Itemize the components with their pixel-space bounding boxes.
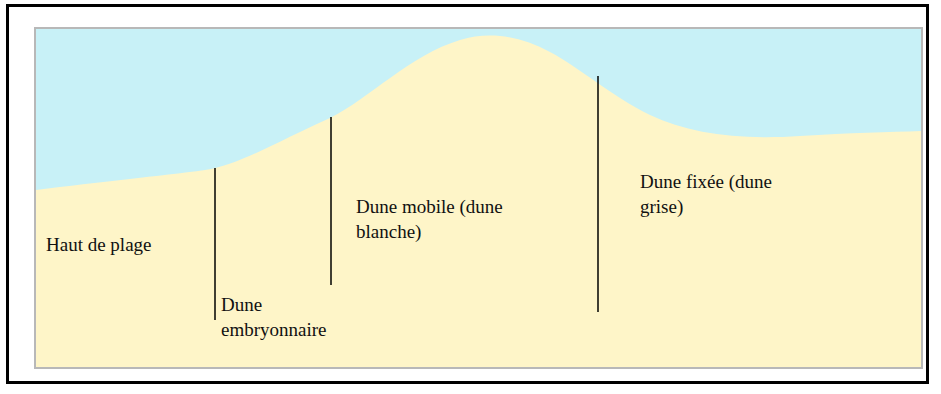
- sand: [36, 36, 921, 367]
- zone-label: Dune embryonnaire: [221, 292, 349, 342]
- zone-label: Haut de plage: [46, 232, 216, 257]
- zone-label: Dune mobile (dune blanche): [356, 194, 516, 244]
- zone-boundary: [214, 168, 216, 320]
- zone-boundary: [330, 117, 332, 285]
- zone-label: Dune fixée (dune grise): [640, 169, 780, 219]
- zone-boundary: [597, 76, 599, 312]
- sky: [35, 28, 922, 368]
